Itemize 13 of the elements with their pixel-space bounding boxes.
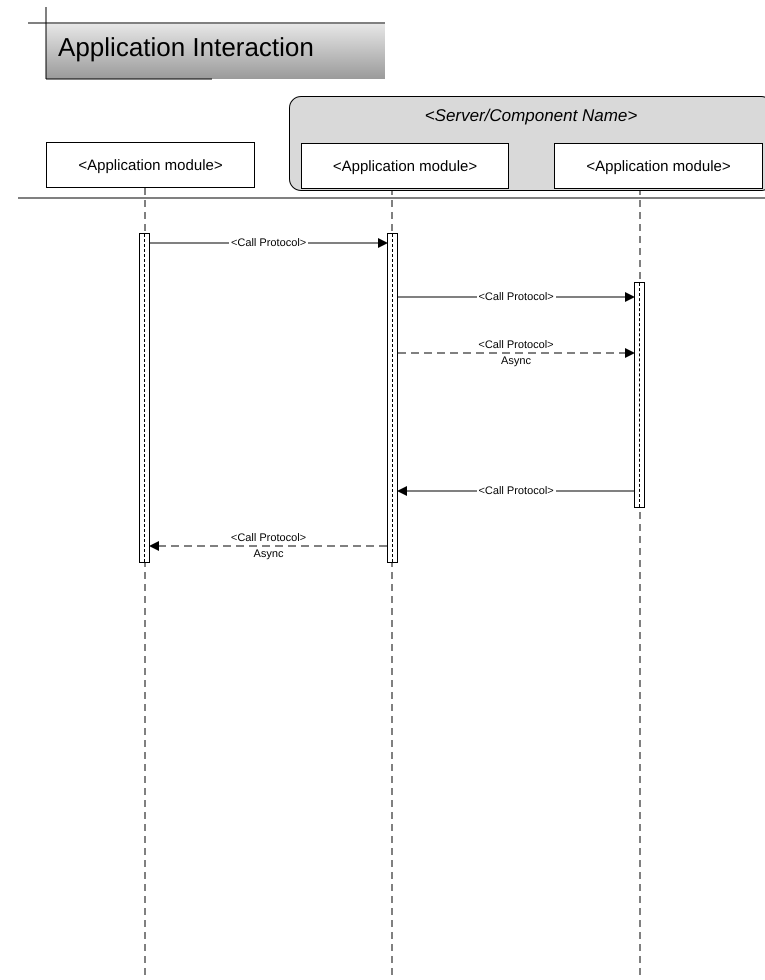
- group-title: <Server/Component Name>: [424, 106, 638, 126]
- lifeline-header-box: <Application module>: [46, 142, 255, 188]
- lifeline-header-box: <Application module>: [301, 143, 509, 189]
- activation-bar: [139, 233, 150, 563]
- message-label: <Call Protocol> Async: [477, 338, 555, 369]
- message-label: <Call Protocol> Async: [230, 531, 308, 562]
- activation-bar: [634, 282, 645, 508]
- server-group-box: [289, 96, 765, 191]
- activation-bar: [387, 233, 398, 563]
- diagram-title: Application Interaction: [58, 32, 314, 63]
- message-arrow: [149, 541, 388, 551]
- message-arrow: [398, 348, 635, 358]
- lifeline-header-box: <Application module>: [554, 143, 763, 189]
